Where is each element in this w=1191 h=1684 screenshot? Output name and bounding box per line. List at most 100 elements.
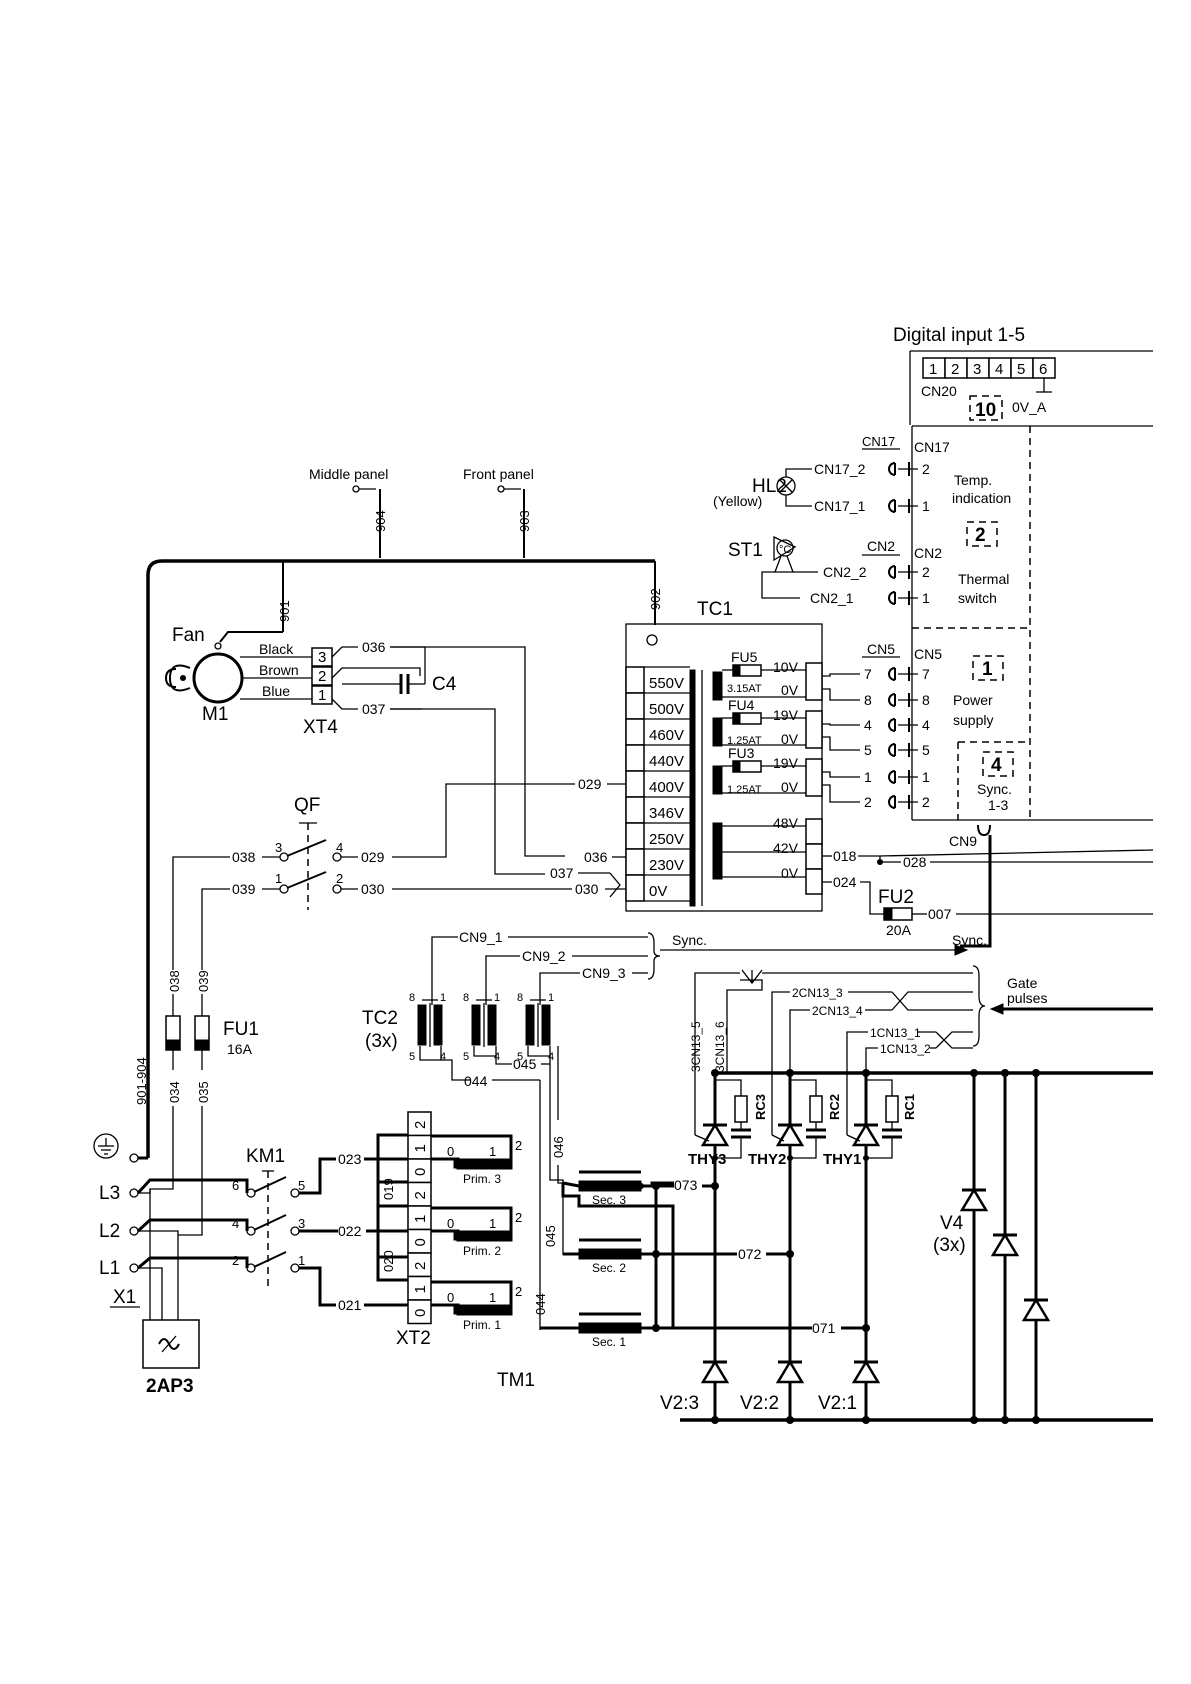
prim-tap-0: 0 [447, 1144, 454, 1159]
tc1-secondaries [712, 664, 806, 880]
ground-icon [93, 1133, 119, 1159]
sec-3-label: Sec. 3 [592, 1193, 626, 1207]
wire-045: 045 [543, 1225, 558, 1247]
wire-044: 044 [464, 1073, 488, 1089]
gate-3cn13-5: 3CN13_5 [689, 1021, 703, 1072]
wire-073: 073 [674, 1177, 698, 1193]
line-l3: L3 [99, 1183, 120, 1204]
sec-0v: 0V [781, 865, 799, 881]
wire-036: 036 [584, 849, 608, 865]
fu5-label: FU5 [731, 649, 758, 665]
gate-3cn13-6: 3CN13_6 [713, 1021, 727, 1072]
fu3-label: FU3 [728, 745, 755, 761]
qf-pin: 1 [275, 871, 282, 886]
v4-diode-icon [1021, 1297, 1051, 1322]
sync-label-left: Sync. [672, 932, 707, 948]
v4-diode-icon [990, 1232, 1020, 1257]
xt2-cell-label: 1 [412, 1285, 429, 1293]
wire-034: 034 [167, 1081, 182, 1103]
wire-022: 022 [338, 1223, 362, 1239]
thermal-switch-1: Thermal [958, 571, 1009, 587]
tc1-secondary-terminals [805, 662, 823, 895]
tc2-pin-1: 1 [494, 992, 500, 1004]
tap-terminal [625, 718, 645, 746]
tc2-pin-8: 8 [463, 992, 469, 1004]
v4-count: (3x) [933, 1235, 966, 1256]
thy1-label: THY1 [823, 1151, 861, 1168]
thermostat-icon: °C [773, 535, 797, 562]
xt2-cell-label: 1 [412, 1144, 429, 1152]
tc2-pin-5: 5 [409, 1051, 415, 1063]
module-number-2: 2 [975, 525, 986, 546]
tap-label: 346V [649, 805, 684, 822]
cn20-label: CN20 [921, 383, 957, 399]
pin-8: 8 [922, 692, 930, 708]
km1-pin: 5 [298, 1178, 305, 1193]
diode-icon [700, 1359, 730, 1384]
sec-0v: 0V [781, 682, 799, 698]
thy3-label: THY3 [688, 1151, 726, 1168]
sec-48v: 48V [773, 815, 799, 831]
prim-tap-2: 2 [515, 1284, 522, 1299]
km1-label: KM1 [246, 1146, 285, 1167]
tc2-pin-4: 4 [548, 1051, 554, 1063]
v2-1-label: V2:1 [818, 1393, 857, 1414]
rc3-label: RC3 [753, 1094, 768, 1120]
sync-module-2: 1-3 [988, 797, 1008, 813]
wire-902: 902 [648, 588, 663, 610]
cn17-header-right: CN17 [914, 439, 950, 455]
pin-2: 2 [922, 461, 930, 477]
fan-label: Fan [172, 625, 205, 646]
fu4-label: FU4 [728, 697, 755, 713]
fu1-label: FU1 [223, 1019, 259, 1040]
resistor-icon [885, 1095, 899, 1123]
prim-2-label: Prim. 2 [463, 1244, 501, 1258]
cn20-module-number: 10 [975, 400, 996, 421]
sec-10v: 10V [773, 659, 799, 675]
gate-1cn13-2: 1CN13_2 [880, 1042, 931, 1056]
fan-black: Black [259, 641, 294, 657]
v4-diode-icon [959, 1187, 989, 1212]
pin-1: 1 [864, 769, 872, 785]
tap-terminal [625, 666, 645, 694]
line-l2: L2 [99, 1221, 120, 1242]
line-l1: L1 [99, 1258, 120, 1279]
xt2-cell-label: 1 [412, 1215, 429, 1223]
wire-023: 023 [338, 1151, 362, 1167]
sync-label-right: Sync. [952, 932, 987, 948]
fan-motor-icon [164, 652, 244, 704]
gate-2cn13-3: 2CN13_3 [792, 986, 843, 1000]
tc2-core [487, 1004, 497, 1046]
tc1-label: TC1 [697, 599, 733, 620]
wire-901-904: 901-904 [134, 1057, 149, 1105]
cn5-header-left: CN5 [867, 641, 895, 657]
tc2-pin-5: 5 [517, 1051, 523, 1063]
cn20-pin: 1 [929, 361, 937, 378]
power-supply-1: Power [953, 692, 993, 708]
fan-brown: Brown [259, 662, 299, 678]
wire-cn2-2: CN2_2 [823, 564, 867, 580]
resistor-icon [734, 1095, 748, 1123]
tc2-core [417, 1004, 427, 1046]
ac-source-icon [158, 1335, 180, 1353]
fu1-fuses [165, 994, 210, 1070]
tap-label: 500V [649, 701, 684, 718]
wire-029: 029 [578, 776, 602, 792]
c4-label: C4 [432, 674, 457, 695]
tap-label: 0V [649, 883, 667, 900]
tc2-pin-4: 4 [494, 1051, 500, 1063]
wire-029: 029 [361, 849, 385, 865]
cn20-pin: 5 [1017, 361, 1025, 378]
tap-terminal [625, 770, 645, 798]
qf-label: QF [294, 795, 320, 816]
wire-035: 035 [196, 1081, 211, 1103]
cn2-header-left: CN2 [867, 538, 895, 554]
fu2-label: FU2 [878, 887, 914, 908]
cn20-connector: 1 2 3 4 5 6 [922, 357, 1056, 379]
cn2-header-right: CN2 [914, 545, 942, 561]
tap-terminal [625, 744, 645, 772]
temp-indication-2: indication [952, 490, 1011, 506]
tap-terminal [625, 822, 645, 850]
xt4-terminal: 3 2 1 [311, 647, 333, 705]
wire-046: 046 [551, 1136, 566, 1158]
